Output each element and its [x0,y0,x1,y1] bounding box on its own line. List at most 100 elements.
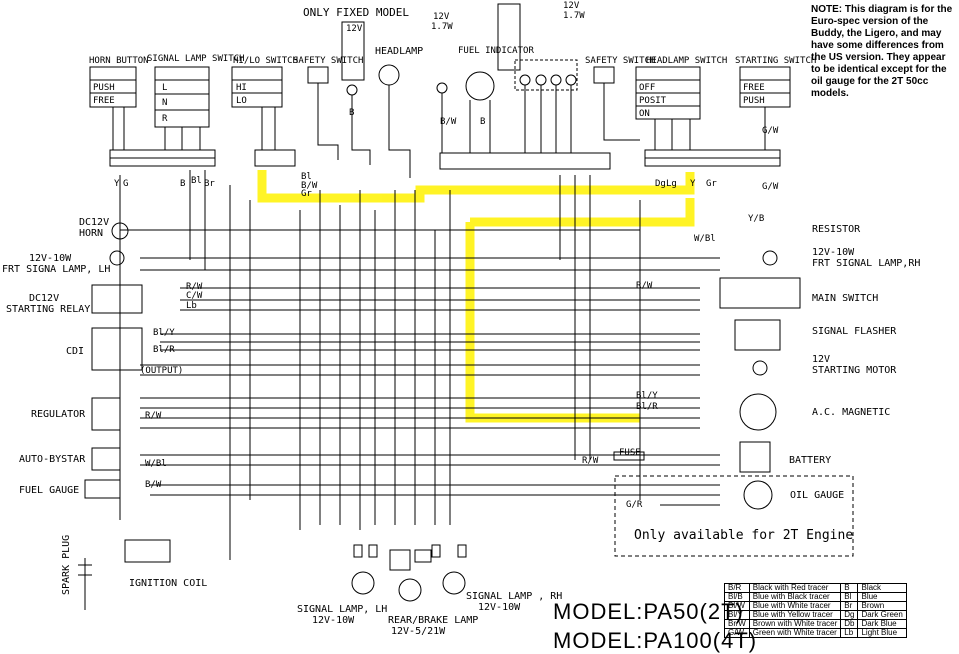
label-starting-relay: STARTING RELAY [6,304,91,315]
wire-label-gw-top: G/W [762,126,779,136]
label-fuel-indicator: FUEL INDICATOR [458,46,534,56]
label-oil-gauge: OIL GAUGE [790,490,845,501]
label-signal-lamp-lh: SIGNAL LAMP, LH [297,604,388,615]
label-frt-signal-lh-spec: 12V-10W [29,253,72,264]
wire-label-lg: Lg [666,179,677,189]
horn-row-push: PUSH [93,83,115,93]
label-frt-signal-rh: FRT SIGNAL LAMP,RH [812,258,921,269]
label-ac-magnetic: A.C. MAGNETIC [812,407,891,418]
wire-label-rw-fuse: R/W [582,456,599,466]
hilo-row-lo: LO [236,96,247,106]
legend-description: Light Blue [857,628,907,638]
wire-label-blr: Bl/R [153,345,175,355]
label-hilo-switch: HI/LO SWITCH [233,56,299,66]
label-auto-bystar: AUTO-BYSTAR [19,454,86,465]
safety-switch-left-box [307,66,329,84]
label-headlamp-switch: HEADLAMP SWITCH [646,56,728,66]
horn-row-free: FREE [93,96,115,106]
label-only-2t: Only available for 2T Engine [634,528,854,543]
label-regulator: REGULATOR [31,409,86,420]
wire-label-gr-right: Gr [706,179,717,189]
rear-brake-lamp-symbol [398,578,422,602]
label-signal-lamp-lh-spec: 12V-10W [312,615,355,626]
wire-label-r: R/W [186,282,203,292]
oil-gauge-region [614,475,854,557]
label-17w-b: 1.7W [563,11,585,21]
wire-label-rw: R/W [145,411,162,421]
label-signal-lamp-rh: SIGNAL LAMP , RH [466,591,563,602]
hilo-row-hi: HI [236,83,247,93]
signal-lamp-rh-symbol [442,571,466,595]
label-starting-switch: STARTING SWITCH [735,56,817,66]
wire-label-br: Br [204,179,215,189]
label-horn: HORN [79,228,104,239]
wire-label-rw-right: R/W [636,281,653,291]
label-spark-plug: SPARK PLUG [61,534,72,595]
cdi-box [91,327,143,371]
label-frt-signal-rh-spec: 12V-10W [812,247,855,258]
label-ignition-coil: IGNITION COIL [129,578,208,589]
headlamp-bulb [378,64,400,86]
label-signal-lamp-switch: SIGNAL LAMP SWITCH [147,54,245,64]
wire-label-cw: C/W [186,291,203,301]
label-cdi: CDI [66,346,85,357]
model-pa50: MODEL:PA50(2T) [553,599,744,624]
wire-label-wbl-left: W/Bl [145,459,167,469]
label-cdi-output: (OUTPUT) [140,366,184,376]
only-2t-engine-box [497,3,521,71]
fuel-gauge-box [84,479,121,499]
label-safety-switch-right: SAFETY SWITCH [585,56,656,66]
label-frt-signal-lh: FRT SIGNA LAMP, LH [2,264,111,275]
wire-label-b-headlamp: B [349,108,355,118]
label-headlamp: HEADLAMP [375,46,424,57]
position-lamp-box [341,21,365,81]
wire-label-blr-right: Bl/R [636,402,658,412]
ac-magnetic-symbol [739,393,777,431]
main-switch-box [719,277,801,309]
legend-code: Lb [840,628,859,638]
label-signal-flasher: SIGNAL FLASHER [812,326,897,337]
wire-label-gw: G/W [762,182,779,192]
starting-motor-symbol [752,360,768,376]
wire-label-y: Y [114,179,120,189]
label-starting-motor-v: 12V [812,354,831,365]
label-fuse: FUSE [619,448,641,458]
high-beam-lamp [436,82,448,94]
label-starting-relay-v: DC12V [29,293,60,304]
ignition-coil-box [124,539,171,563]
signal-flasher-box [734,319,781,351]
wire-label-y-right: Y [690,179,696,189]
wire-label-bl-top: Bl [301,172,312,182]
signal-row-l: L [162,83,168,93]
legend-description: Green with White tracer [748,628,842,638]
starting-row-push: PUSH [743,96,765,106]
headlamp-row-posit: POSIT [639,96,667,106]
highlighted-wires [257,170,695,423]
label-12v-b: 12V [563,1,580,11]
safety-switch-right-box [593,66,615,84]
label-safety-switch-left: SAFETY SWITCH [293,56,364,66]
label-rear-brake-lamp: REAR/BRAKE LAMP [388,615,479,626]
wire-label-lb: Lb [186,301,197,311]
label-main-switch: MAIN SWITCH [812,293,879,304]
starting-row-free: FREE [743,83,765,93]
wire-label-g: G [123,179,129,189]
fuel-indicator-gauge [465,71,495,101]
headlamp-row-off: OFF [639,83,656,93]
starting-relay-box [91,284,143,314]
wire-label-dg: Dg [655,179,666,189]
oil-gauge-symbol [743,480,773,510]
signal-lamp-lh-symbol [351,571,375,595]
label-resistor: RESISTOR [812,224,861,235]
label-horn-v: DC12V [79,217,110,228]
wire-label-gr-oil: G/R [626,500,643,510]
wire-label-b: B [180,179,186,189]
wire-label-bl: Bl [191,176,202,186]
label-12v-a: 12V [346,24,363,34]
regulator-box [91,397,121,431]
label-battery: BATTERY [789,455,832,466]
